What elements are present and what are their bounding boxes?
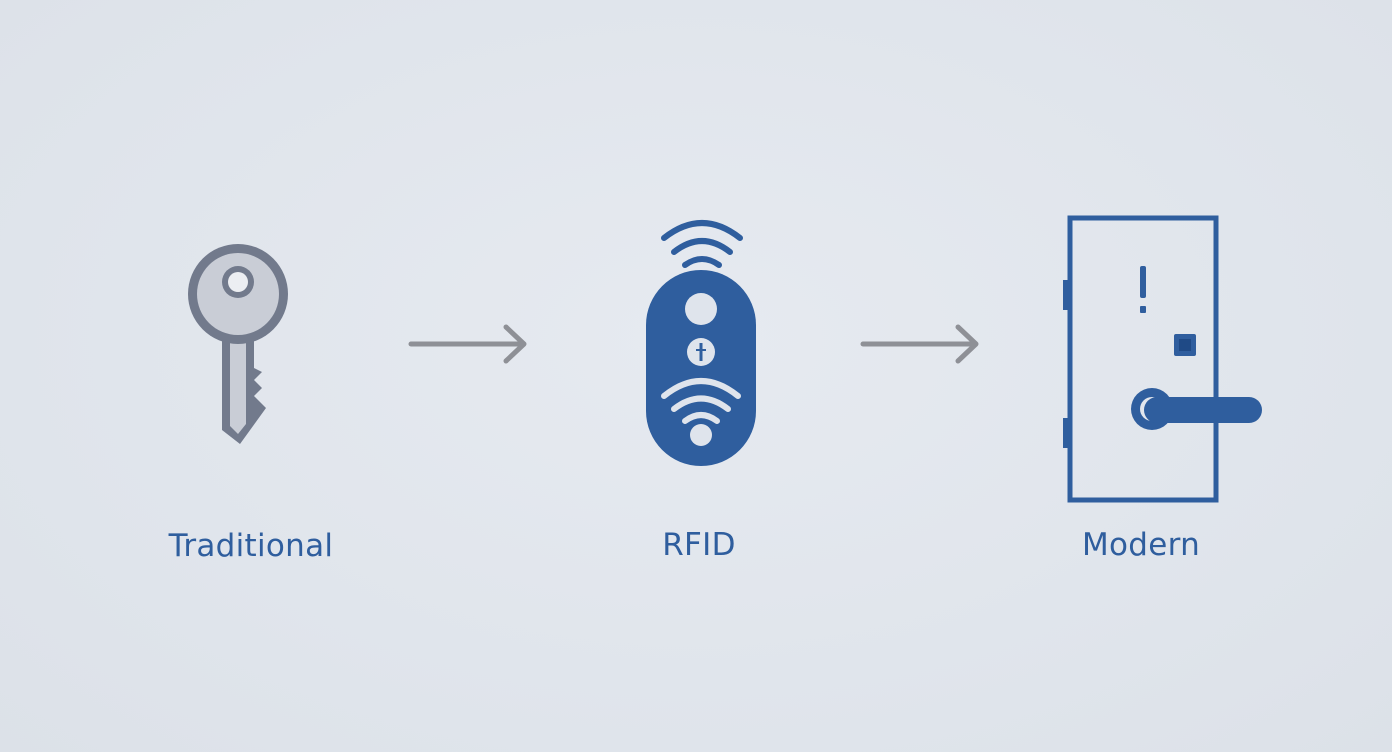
step-label-rfid: RFID <box>662 527 736 563</box>
step-label-traditional: Traditional <box>168 528 334 564</box>
smart-door-icon <box>1063 215 1262 503</box>
step-label-modern: Modern <box>1081 527 1201 563</box>
key-icon <box>188 244 288 444</box>
arrow-right-icon <box>860 324 979 364</box>
arrow-right-icon <box>408 324 527 364</box>
rfid-fob-icon <box>646 220 756 466</box>
